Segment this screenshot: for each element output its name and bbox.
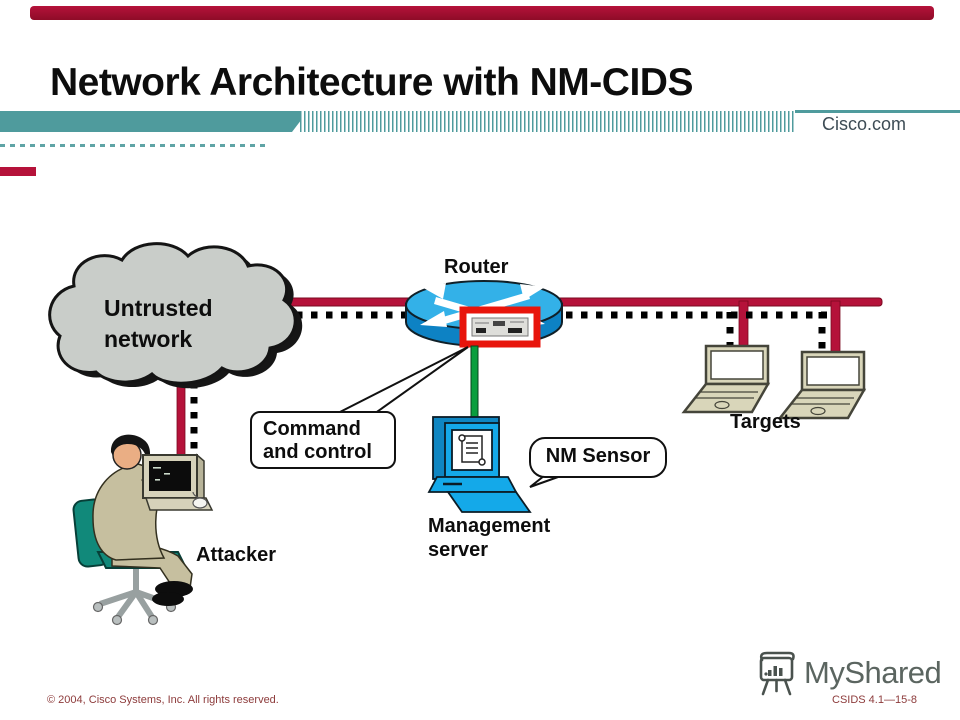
management-server-label: Management server bbox=[428, 514, 550, 562]
myshared-logo-icon bbox=[759, 651, 795, 696]
untrusted-network-label: Untrusted network bbox=[104, 293, 213, 355]
attacker-computer-icon bbox=[142, 453, 214, 511]
page-title: Network Architecture with NM-CIDS bbox=[50, 61, 693, 104]
nm-cids-module-highlight bbox=[459, 306, 541, 348]
teal-top-rule bbox=[795, 110, 960, 113]
footer-copyright: © 2004, Cisco Systems, Inc. All rights r… bbox=[47, 694, 279, 706]
attacker-label: Attacker bbox=[196, 544, 277, 566]
command-control-line2: and control bbox=[263, 441, 372, 463]
router-label: Router bbox=[444, 256, 509, 278]
document-scroll-icon bbox=[458, 434, 486, 466]
management-server-label-line1: Management bbox=[428, 515, 551, 537]
management-server-label-line2: server bbox=[428, 539, 489, 561]
watermark-link[interactable]: MyShared bbox=[756, 649, 942, 696]
cisco-brand: Cisco.com bbox=[822, 114, 907, 134]
teal-hairline bbox=[0, 144, 268, 147]
command-control-line1: Command bbox=[263, 418, 361, 440]
top-red-bar bbox=[30, 6, 934, 20]
footer-slide-code: CSIDS 4.1—15-8 bbox=[832, 694, 917, 706]
monitoring-dotted-line bbox=[190, 311, 827, 450]
nm-cids-module-icon bbox=[471, 317, 529, 337]
left-red-tick bbox=[0, 167, 36, 176]
management-server-icon bbox=[427, 416, 532, 513]
control-link-line bbox=[470, 345, 479, 419]
target-laptop-icon bbox=[777, 350, 867, 420]
target-laptop-icon bbox=[681, 344, 771, 414]
untrusted-network-label-line1: Untrusted bbox=[104, 295, 213, 321]
teal-bar-solid bbox=[0, 111, 308, 132]
command-control-callout-tail bbox=[335, 346, 469, 415]
nm-sensor-callout: NM Sensor bbox=[529, 437, 667, 478]
untrusted-network-label-line2: network bbox=[104, 326, 193, 352]
attacker-figure bbox=[72, 434, 214, 626]
watermark-label: MyShared bbox=[804, 654, 942, 690]
command-control-callout: Command and control bbox=[250, 411, 396, 469]
untrusted-network-cloud bbox=[48, 242, 303, 389]
targets-label: Targets bbox=[730, 411, 801, 433]
teal-bar-stripes bbox=[300, 111, 796, 132]
